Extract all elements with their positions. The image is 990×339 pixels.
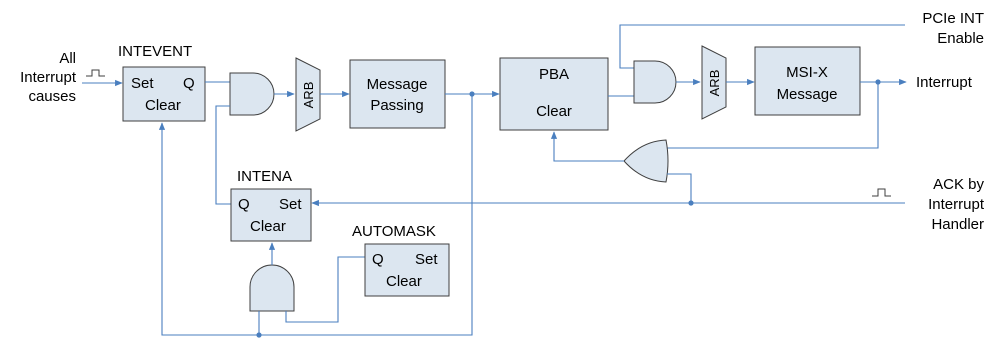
and-gate-3 (249, 264, 295, 312)
input-label-interrupt: Interrupt (20, 69, 77, 86)
wire-ack-to-or (667, 173, 692, 203)
input-label-all: All (59, 50, 76, 67)
wire-pcie-int-enable (619, 24, 905, 69)
intevent-clear-label: Clear (145, 97, 181, 114)
msix-line2: Message (777, 86, 838, 103)
and-gate-1 (229, 72, 275, 116)
pba-title: PBA (539, 66, 569, 83)
intena-q-label: Q (238, 196, 250, 213)
ack-pulse-icon (872, 188, 891, 197)
and-gate-2 (633, 60, 677, 104)
wire-feedback-to-intevent-clear (158, 94, 473, 336)
ack-label-line2: Interrupt (928, 196, 985, 213)
arb-1 (295, 57, 321, 132)
message-passing-block (349, 59, 446, 129)
ack-label-line1: ACK by (933, 176, 984, 193)
output-interrupt-label: Interrupt (916, 74, 973, 91)
intena-title: INTENA (237, 168, 292, 185)
intevent-block (122, 66, 206, 122)
or-gate (623, 139, 669, 183)
automask-q-label: Q (372, 251, 384, 268)
automask-set-label: Set (415, 251, 438, 268)
intevent-title: INTEVENT (118, 43, 192, 60)
pcie-int-label: PCIe INT (922, 10, 984, 27)
message-passing-line1: Message (367, 76, 428, 93)
arb-1-label: ARB (301, 82, 316, 109)
input-label-causes: causes (28, 88, 76, 105)
ack-label-line3: Handler (931, 216, 984, 233)
intena-clear-label: Clear (250, 218, 286, 235)
automask-block (364, 243, 450, 297)
automask-clear-label: Clear (386, 273, 422, 290)
msix-line1: MSI-X (786, 64, 828, 81)
input-pulse-icon (86, 69, 105, 77)
arb-2-label: ARB (707, 70, 722, 97)
intena-block (230, 188, 312, 242)
pcie-enable-label: Enable (937, 30, 984, 47)
message-passing-line2: Passing (370, 97, 423, 114)
msix-message-block (754, 46, 861, 116)
intena-set-label: Set (279, 196, 302, 213)
arb-2 (701, 45, 727, 120)
automask-title: AUTOMASK (352, 223, 436, 240)
intevent-set-label: Set (131, 75, 154, 92)
wire-msix-to-or (664, 82, 879, 149)
pba-block (499, 57, 609, 131)
pba-clear-label: Clear (536, 103, 572, 120)
wire-automask-q-to-and3 (285, 256, 365, 323)
wire-intena-q-to-and1 (215, 105, 231, 205)
intevent-q-label: Q (183, 75, 195, 92)
wire-or-to-pba-clear (550, 131, 624, 162)
